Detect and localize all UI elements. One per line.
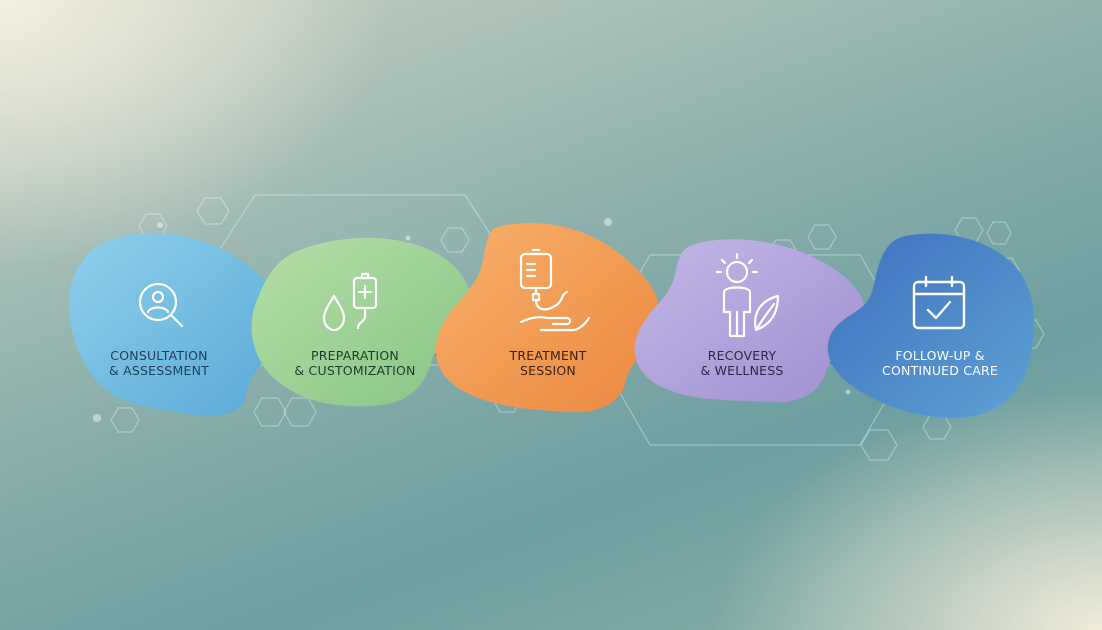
- magnifier-person-icon: [130, 275, 194, 339]
- step-5-blob: [827, 233, 1035, 418]
- step-2-label-line2: & CUSTOMIZATION: [294, 363, 416, 378]
- hexagon-small: [440, 227, 470, 253]
- person-leaf-icon: [712, 252, 780, 338]
- hexagon-small: [860, 429, 898, 461]
- step-4-blob: [634, 239, 866, 403]
- hexagon-small: [196, 197, 230, 225]
- iv-drip-hand-icon: [515, 248, 591, 332]
- calendar-check-icon: [910, 274, 974, 338]
- step-3-label: TREATMENT SESSION: [463, 348, 633, 378]
- step-5-label: FOLLOW-UP & CONTINUED CARE: [855, 348, 1025, 378]
- step-2-label: PREPARATION & CUSTOMIZATION: [270, 348, 440, 378]
- step-3-label-line1: TREATMENT: [509, 348, 587, 363]
- drop-iv-bag-icon: [318, 268, 382, 332]
- step-2-label-line1: PREPARATION: [311, 348, 399, 363]
- step-4-label-line2: & WELLNESS: [700, 363, 784, 378]
- step-3-label-line2: SESSION: [520, 363, 576, 378]
- step-1-label-line1: CONSULTATION: [110, 348, 208, 363]
- hexagon-small: [110, 407, 140, 433]
- hexagon-small: [807, 224, 837, 250]
- step-4-label: RECOVERY & WELLNESS: [657, 348, 827, 378]
- hexagon-small: [922, 414, 952, 440]
- step-4-label-line1: RECOVERY: [707, 348, 777, 363]
- hexagon-small: [283, 397, 317, 427]
- step-5-label-line1: FOLLOW-UP &: [895, 348, 985, 363]
- step-1-label: CONSULTATION & ASSESSMENT: [74, 348, 244, 378]
- step-1-label-line2: & ASSESSMENT: [109, 363, 209, 378]
- step-5-label-line2: CONTINUED CARE: [882, 363, 998, 378]
- step-1-blob: [69, 232, 280, 416]
- hexagon-small: [986, 221, 1012, 245]
- hexagon-small: [253, 397, 287, 427]
